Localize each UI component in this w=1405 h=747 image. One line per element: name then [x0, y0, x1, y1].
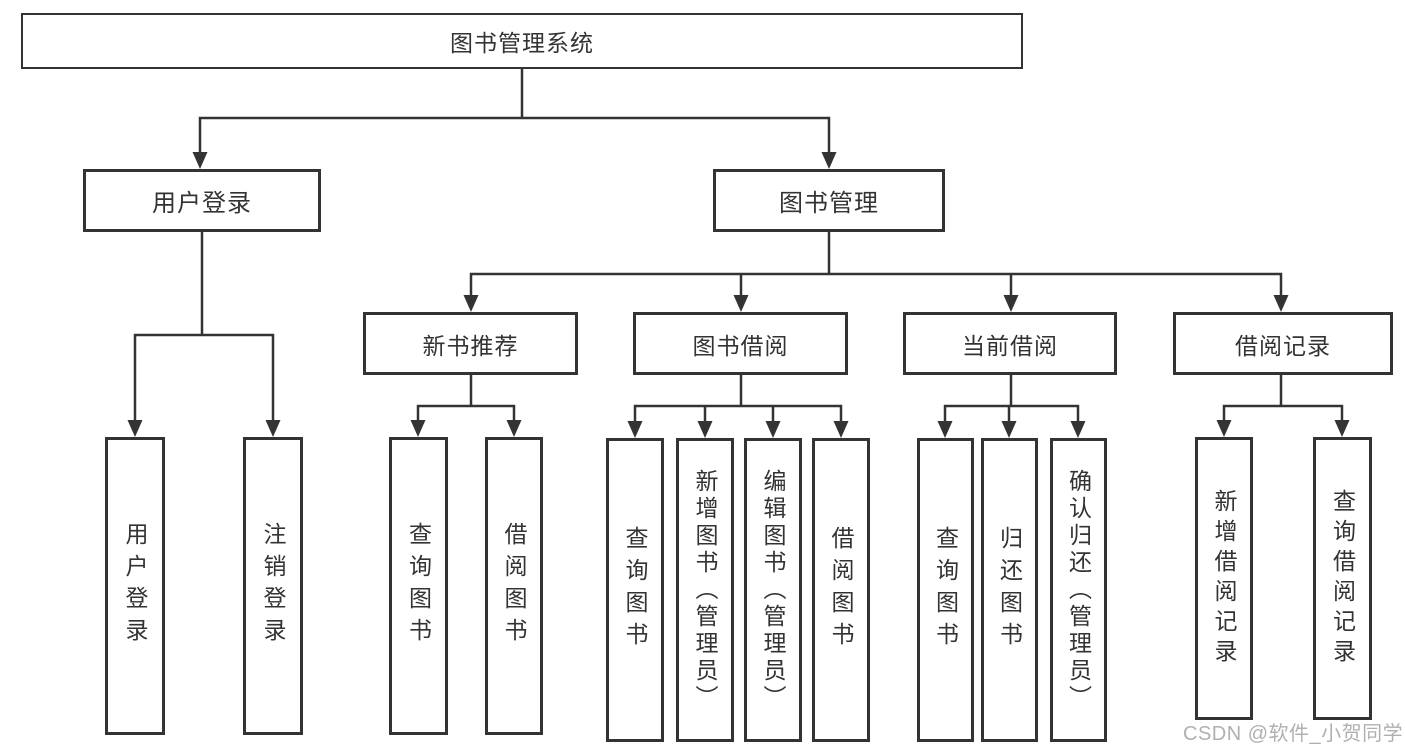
leaf-label: 新增借阅记录 [1211, 488, 1237, 669]
leaf-query-books-current: 查询图书 [917, 438, 974, 742]
leaf-label: 借阅图书 [828, 526, 854, 654]
node-label: 图书管理系统 [450, 30, 594, 56]
node-borrowing-records: 借阅记录 [1173, 312, 1393, 375]
node-new-book-recommendation: 新书推荐 [363, 312, 578, 375]
node-label: 图书借阅 [692, 332, 789, 359]
leaf-borrow-books: 借阅图书 [812, 438, 870, 742]
leaf-label: 归还图书 [996, 526, 1023, 654]
leaf-label: 注销登录 [260, 522, 286, 650]
leaf-add-book-admin: 新增图书（管理员） [676, 438, 734, 742]
leaf-label: 查询图书 [405, 522, 432, 650]
node-label: 借阅记录 [1235, 332, 1331, 359]
leaf-borrow-books-recommend: 借阅图书 [485, 437, 543, 735]
leaf-label: 确认归还（管理员） [1065, 468, 1092, 712]
leaf-user-login: 用户登录 [105, 437, 165, 735]
leaf-query-borrow-record: 查询借阅记录 [1313, 437, 1372, 720]
leaf-query-books-borrowing: 查询图书 [606, 438, 664, 742]
leaf-add-borrow-record: 新增借阅记录 [1195, 437, 1253, 720]
leaf-edit-book-admin: 编辑图书（管理员） [744, 438, 802, 742]
node-user-login: 用户登录 [83, 169, 321, 232]
node-book-borrowing: 图书借阅 [633, 312, 848, 375]
leaf-return-books: 归还图书 [981, 438, 1038, 742]
leaf-confirm-return-admin: 确认归还（管理员） [1050, 438, 1107, 742]
leaf-label: 编辑图书（管理员） [760, 468, 786, 712]
node-book-management: 图书管理 [713, 169, 945, 232]
leaf-label: 借阅图书 [501, 522, 527, 650]
leaf-query-books-recommend: 查询图书 [389, 437, 448, 735]
leaf-label: 查询图书 [932, 526, 959, 654]
node-label: 新书推荐 [422, 332, 519, 359]
node-label: 当前借阅 [962, 332, 1058, 359]
leaf-label: 用户登录 [122, 522, 148, 650]
node-label: 图书管理 [779, 190, 879, 217]
node-label: 用户登录 [152, 190, 252, 217]
leaf-logout: 注销登录 [243, 437, 303, 735]
csdn-watermark: CSDN @软件_小贺同学 [1183, 723, 1404, 745]
node-current-borrowing: 当前借阅 [903, 312, 1117, 375]
leaf-label: 查询借阅记录 [1329, 488, 1356, 669]
node-library-management-system: 图书管理系统 [21, 13, 1023, 69]
leaf-label: 新增图书（管理员） [692, 468, 718, 712]
leaf-label: 查询图书 [622, 526, 648, 654]
